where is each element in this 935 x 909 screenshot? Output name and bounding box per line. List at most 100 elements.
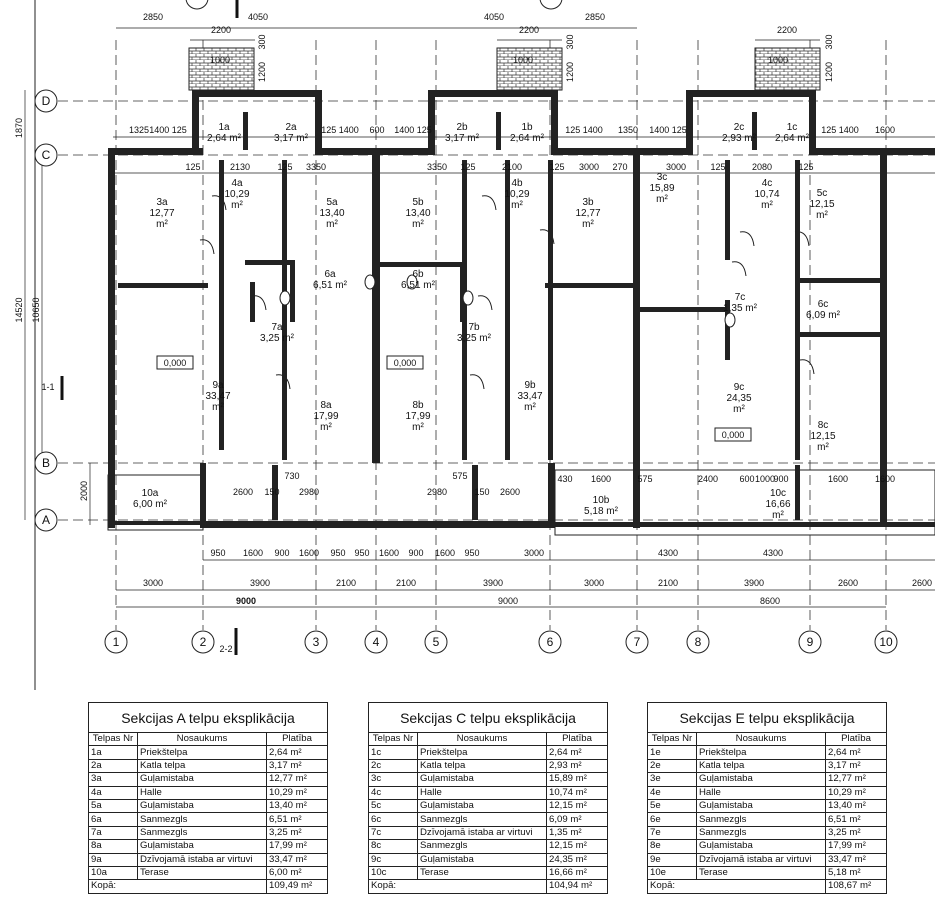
dimension-label: 730	[284, 471, 299, 481]
wall	[118, 283, 208, 288]
room-area: 10,29	[224, 189, 249, 200]
wall	[108, 148, 203, 155]
table-cell: 15,89 m²	[546, 772, 608, 787]
table-cell: 10c	[368, 865, 418, 881]
table-cell: 7a	[88, 825, 138, 841]
axis-bubble	[34, 143, 58, 167]
axis-bubble	[874, 630, 898, 654]
axis-bubble	[686, 630, 710, 654]
wall	[795, 160, 800, 460]
dimension-label: 2100	[396, 578, 416, 588]
room-area: 2,64 m²	[510, 133, 545, 144]
dimension-label: 4050	[484, 12, 504, 22]
dimension-label: 1600	[875, 474, 895, 484]
table-cell: Sanmezgls	[696, 812, 826, 827]
table-cell: 10,29 m²	[266, 785, 328, 800]
room-area-unit: m²	[156, 219, 168, 230]
table-cell: Priekštelpa	[696, 745, 826, 760]
wall	[315, 90, 322, 155]
dimension-label: 14520	[14, 297, 24, 322]
dimension-label: 1200	[824, 62, 834, 82]
dimension-label: 150	[264, 487, 279, 497]
room-area: 13,40	[319, 208, 344, 219]
wall	[548, 463, 555, 525]
table-cell: Katla telpa	[696, 758, 826, 774]
axis-label-4: 4	[373, 635, 380, 649]
table-cell: Guļamistaba	[137, 798, 267, 814]
table-cell: Halle	[696, 785, 826, 800]
room-number: 8b	[412, 400, 424, 411]
dimension-label: 125 1400	[821, 125, 859, 135]
room-area: 6,51 m²	[313, 280, 348, 291]
axis-label-10: 10	[879, 635, 893, 649]
table-cell: Guļamistaba	[417, 798, 547, 814]
wall	[800, 332, 880, 337]
dimension-label: 1600	[243, 548, 263, 558]
room-label-2c: 2c2,93 m²	[722, 122, 757, 144]
axis-bubble	[625, 630, 649, 654]
dimension-label: 125 1400	[321, 125, 359, 135]
room-number: 4c	[762, 178, 773, 189]
room-area-unit: m²	[656, 194, 668, 205]
column-header: Nosaukums	[696, 731, 826, 747]
room-number: 9b	[524, 380, 536, 391]
table-cell: 6,51 m²	[266, 812, 328, 827]
room-number: 5b	[412, 197, 424, 208]
wall	[472, 465, 478, 520]
dimension-label: 4050	[248, 12, 268, 22]
dimension-label: 1600	[828, 474, 848, 484]
room-area: 6,51 m²	[401, 280, 436, 291]
dimension-label: 1600	[875, 125, 895, 135]
dimension-label: 3000	[524, 548, 544, 558]
room-number: 10b	[593, 495, 610, 506]
dimension-label: 950	[354, 548, 369, 558]
table-cell: 4e	[647, 785, 697, 800]
wall	[200, 521, 555, 528]
table-cell: 17,99 m²	[825, 839, 887, 854]
table-cell: 6,00 m²	[266, 865, 328, 881]
dimension-label: 900	[274, 548, 289, 558]
dimension-label: 2850	[585, 12, 605, 22]
room-area-unit: m²	[761, 200, 773, 211]
axis-label-8: 8	[695, 635, 702, 649]
room-number: 5a	[326, 197, 338, 208]
dimension-label: 575	[637, 474, 652, 484]
table-cell: Dzīvojamā istaba ar virtuvi	[417, 825, 547, 841]
dimension-label: 125 1400	[565, 125, 603, 135]
dimension-label: 950	[464, 548, 479, 558]
table-total-row: Kopā:109,49 m²	[88, 879, 328, 894]
room-area-unit: m²	[582, 219, 594, 230]
table-cell: 2,64 m²	[825, 745, 887, 760]
table-cell: 17,99 m²	[266, 839, 328, 854]
table-cell: 12,77 m²	[825, 772, 887, 787]
room-number: 1c	[787, 122, 798, 133]
table-title: Sekcijas A telpu eksplikācija	[88, 702, 328, 733]
table-title: Sekcijas E telpu eksplikācija	[647, 702, 887, 733]
dimension-label: 9000	[236, 596, 256, 606]
table-cell: 10,74 m²	[546, 785, 608, 800]
room-number: 6c	[818, 299, 829, 310]
door-swing	[251, 295, 267, 311]
dimension-label: 3900	[483, 578, 503, 588]
door-swing	[469, 374, 485, 390]
table-cell: 33,47 m²	[825, 852, 887, 867]
dimension-label: 2200	[519, 25, 539, 35]
table-cell: 3,17 m²	[825, 758, 887, 774]
wall	[428, 90, 558, 97]
table-cell: Terase	[137, 865, 267, 881]
dimension-label: 1200	[257, 62, 267, 82]
dimension-label: 150	[474, 487, 489, 497]
room-label-2a: 2a3,17 m²	[274, 122, 309, 144]
